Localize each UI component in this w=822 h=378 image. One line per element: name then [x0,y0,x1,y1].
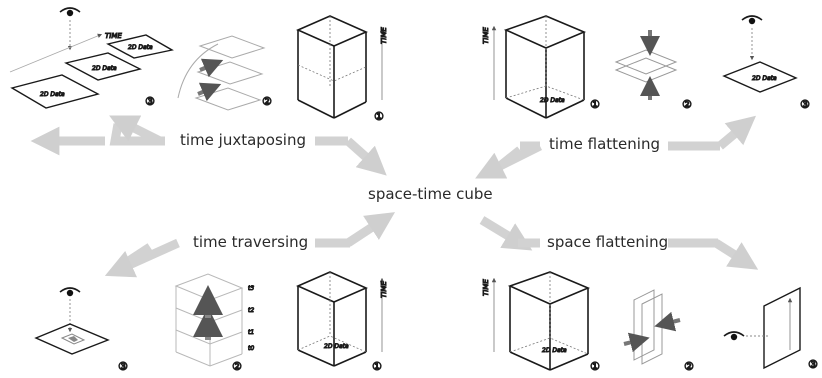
plane-icon [10,74,100,109]
svg-text:2D Data: 2D Data [540,97,565,104]
svg-text:t2: t2 [248,307,254,314]
arrow-center-from-ne [475,141,543,179]
label-time-juxtaposing: time juxtaposing [180,131,306,149]
plane-icon [64,52,142,81]
eye-icon [741,15,763,25]
juxtaposing-figure: TIME 2D Data 2D Data 2D Data ③ ② [9,7,389,124]
svg-text:2D Data: 2D Data [752,75,777,82]
svg-text:2D Data: 2D Data [92,65,117,72]
svg-text:TIME: TIME [380,27,388,44]
svg-text:TIME: TIME [105,32,122,40]
space-flattening-figure: TIME 2D Data ① ② ③ [482,271,819,374]
plane-icon [763,286,801,370]
arrow-center-to-se [479,216,533,251]
flow-arrows [30,115,759,278]
svg-text:①: ① [590,98,600,111]
svg-text:t1: t1 [248,329,254,336]
plane-icon [722,61,798,93]
svg-text:③: ③ [145,95,155,108]
time-axis-arrow [9,33,103,73]
svg-text:TIME: TIME [482,279,490,296]
cube-icon [503,15,587,119]
svg-text:③: ③ [118,360,128,373]
svg-text:③: ③ [808,358,818,371]
arrow-to-left-top [109,115,163,146]
svg-text:①: ① [372,360,382,373]
arrow-to-left-bottom [104,238,180,278]
svg-text:①: ① [590,360,600,373]
svg-text:2D Data: 2D Data [542,347,567,354]
label-time-traversing: time traversing [193,233,309,251]
arrow-to-center-nw [345,137,387,176]
cube-icon [296,15,368,119]
svg-text:2D Data: 2D Data [40,91,65,98]
svg-text:t0: t0 [248,345,254,352]
plane-icon [34,323,110,355]
label-time-flattening: time flattening [549,135,660,153]
svg-text:②: ② [262,95,272,108]
svg-text:①: ① [374,110,384,123]
label-space-time-cube: space-time cube [368,185,493,203]
svg-text:TIME: TIME [482,27,490,44]
flattening-figure: TIME 2D Data ① ② 2D Data ③ [482,15,811,119]
svg-text:②: ② [684,360,694,373]
svg-text:②: ② [232,360,242,373]
svg-text:③: ③ [800,98,810,111]
label-space-flattening: space flattening [547,233,669,251]
eye-icon [723,331,745,341]
svg-text:TIME: TIME [380,281,388,298]
svg-text:2D Data: 2D Data [324,343,349,350]
eye-icon [59,287,81,297]
traversing-figure: ③ t3 t2 t1 t0 ② 2D Data [34,271,389,374]
plane-icon [106,34,174,59]
eye-icon [59,7,81,17]
svg-text:2D Data: 2D Data [128,44,153,51]
cube-icon [296,271,368,367]
cube-icon [507,271,591,371]
svg-text:t3: t3 [248,285,254,292]
arrow-center-from-sw [345,212,396,247]
arrow-to-right-top [717,115,757,150]
svg-text:②: ② [682,98,692,111]
arrow-to-right-bottom [713,239,759,270]
